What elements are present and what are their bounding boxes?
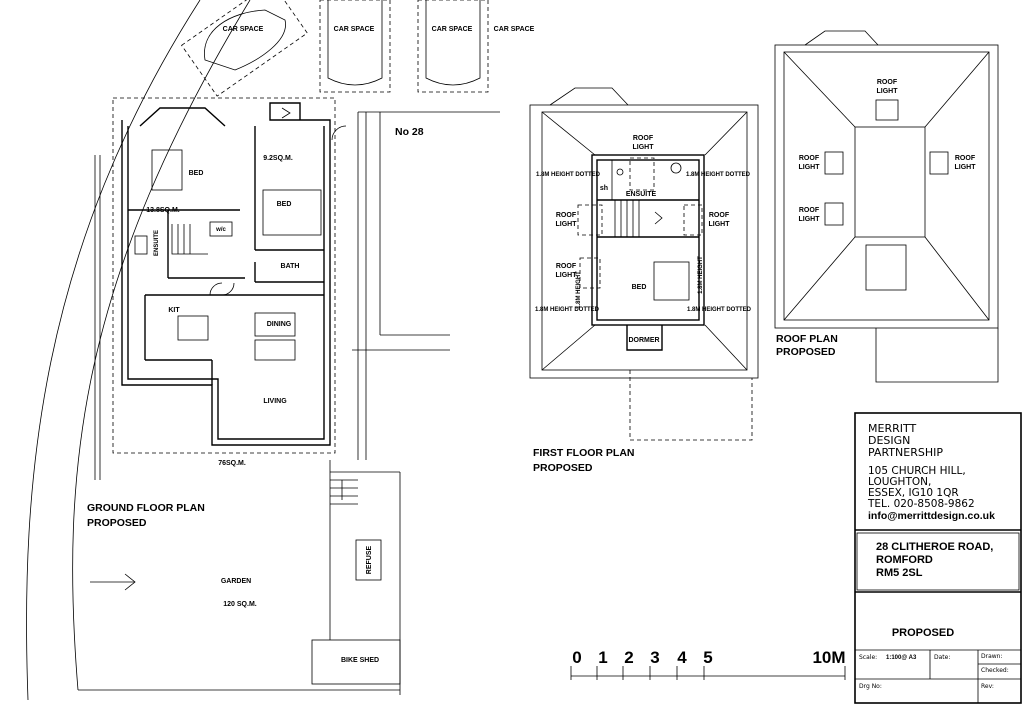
roof-light-label: ROOF [556,263,577,270]
refuse-and-bike-shed [90,460,401,695]
drawing-number-label: Drg No: [859,683,882,690]
scale-end-label: 10M [812,648,845,667]
refuse-label: REFUSE [366,545,373,574]
first-floor-labels: ROOF LIGHT 1.8M HEIGHT DOTTED 1.8M HEIGH… [533,135,752,474]
firm-email: info@merrittdesign.co.uk [868,510,995,522]
firm-telephone: TEL. 020-8508-9862 [867,498,975,510]
roof-light-label: LIGHT [633,144,655,151]
room-label-wc: w/c [215,227,226,233]
scale-field-value: 1:100@ A3 [886,655,917,661]
scale-tick-label: 5 [703,648,712,667]
scale-tick-label: 4 [677,648,687,667]
title-block: MERRITT DESIGN PARTNERSHIP 105 CHURCH HI… [854,412,1022,704]
room-area-label: 9.2SQ.M. [263,155,293,162]
car-space-label: CAR SPACE [223,26,264,33]
drawing-subtitle: PROPOSED [87,517,147,529]
roof-light-label: ROOF [633,135,654,142]
scale-tick-label: 3 [650,648,659,667]
car-space-label: CAR SPACE [432,26,473,33]
ground-floor-labels: CAR SPACE CAR SPACE CAR SPACE CAR SPACE … [87,26,535,664]
scale-tick-label: 1 [598,648,607,667]
drawing-title: GROUND FLOOR PLAN [87,502,205,514]
roof-light-label: ROOF [709,212,730,219]
scale-tick-label: 0 [572,648,581,667]
total-area-label: 76SQ.M. [218,460,246,467]
height-note-vertical: 1.8M HEIGHT [576,271,582,309]
firm-address: ESSEX, IG10 1QR [868,487,959,499]
firm-address: 105 CHURCH HILL, [868,465,966,477]
scale-field-label: Scale: [859,654,877,661]
neighbour-house-no-28 [352,111,500,460]
room-label-ensuite: ENSUITE [626,191,657,198]
room-label-ensuite: ENSUITE [154,230,160,256]
scale-bar: 0 1 2 3 4 5 10M [570,648,846,680]
height-note: 1.8M HEIGHT DOTTED [687,307,752,313]
project-address: ROMFORD [876,554,933,566]
roof-plan-labels: ROOF LIGHT ROOF LIGHT ROOF LIGHT ROOF LI… [776,79,976,358]
room-label-bed: BED [189,170,204,177]
garden-label: GARDEN [221,578,251,585]
height-note: 1.8M HEIGHT DOTTED [686,172,751,178]
room-area-label: 13.8SQ.M. [146,207,180,214]
firm-name: PARTNERSHIP [868,446,943,459]
drawing-subtitle: PROPOSED [776,346,836,358]
roof-light-label: LIGHT [955,164,977,171]
car-space-label: CAR SPACE [334,26,375,33]
car-space-label: CAR SPACE [494,26,535,33]
project-address: RM5 2SL [876,567,923,579]
date-field-label: Date: [934,654,950,661]
roof-light-label: LIGHT [709,221,731,228]
room-label-living: LIVING [263,398,287,405]
roof-light-label: LIGHT [799,216,821,223]
roof-light-label: LIGHT [556,272,578,279]
room-label-dining: DINING [267,321,292,328]
room-label-bath: BATH [281,263,300,270]
scale-tick-label: 2 [624,648,633,667]
firm-name: DESIGN [868,434,910,447]
site-boundary-curves [26,0,400,701]
first-floor-plan [529,87,759,441]
drawing-title: FIRST FLOOR PLAN [533,447,635,459]
roof-light-label: ROOF [877,79,898,86]
room-label-bed: BED [632,284,647,291]
height-note: 1.8M HEIGHT DOTTED [536,172,601,178]
firm-address: LOUGHTON, [868,476,931,488]
shower-label: sh [600,185,608,192]
height-note: 1.8M HEIGHT DOTTED [535,307,600,313]
firm-name: MERRITT [868,422,916,435]
roof-light-label: ROOF [799,155,820,162]
garden-area-label: 120 SQ.M. [223,601,257,608]
roof-light-label: ROOF [955,155,976,162]
checked-field-label: Checked: [981,667,1009,674]
room-label-bed: BED [277,201,292,208]
ground-floor-plan [112,97,347,454]
height-note-vertical: 1.8M HEIGHT [698,256,704,294]
roof-light-label: ROOF [556,212,577,219]
drawn-field-label: Drawn: [981,653,1003,660]
neighbour-label: No 28 [395,126,424,138]
drawing-status: PROPOSED [892,627,954,639]
drawing-subtitle: PROPOSED [533,462,593,474]
project-address: 28 CLITHEROE ROAD, [876,541,993,553]
car-spaces [181,0,489,97]
roof-plan [774,30,999,383]
roof-light-label: LIGHT [799,164,821,171]
room-label-kit: KIT [168,307,180,314]
roof-light-label: LIGHT [877,88,899,95]
revision-label: Rev: [981,683,994,690]
roof-light-label: LIGHT [556,221,578,228]
drawing-title: ROOF PLAN [776,333,838,345]
roof-light-label: ROOF [799,207,820,214]
room-label-dormer: DORMER [628,337,659,344]
bike-shed-label: BIKE SHED [341,657,379,664]
